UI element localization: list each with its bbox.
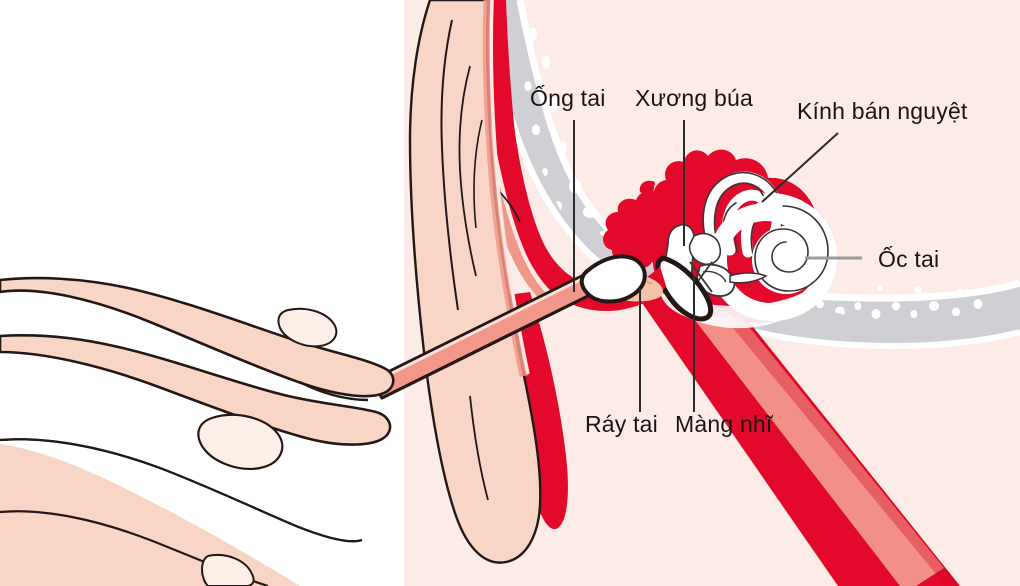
label-semicircular-canals: Kính bán nguyệt — [797, 98, 968, 124]
cochlea — [708, 193, 838, 322]
label-eardrum: Màng nhĩ — [675, 411, 774, 437]
leader-lines — [573, 120, 839, 412]
eustachian-tube — [640, 268, 960, 586]
label-earwax: Ráy tai — [585, 411, 658, 437]
label-ear-canal: Ống tai — [530, 84, 606, 111]
hand — [0, 276, 395, 586]
leader-semicircular-canals — [761, 132, 839, 203]
label-cochlea: Ốc tai — [878, 245, 939, 272]
label-malleus: Xương búa — [635, 85, 753, 111]
